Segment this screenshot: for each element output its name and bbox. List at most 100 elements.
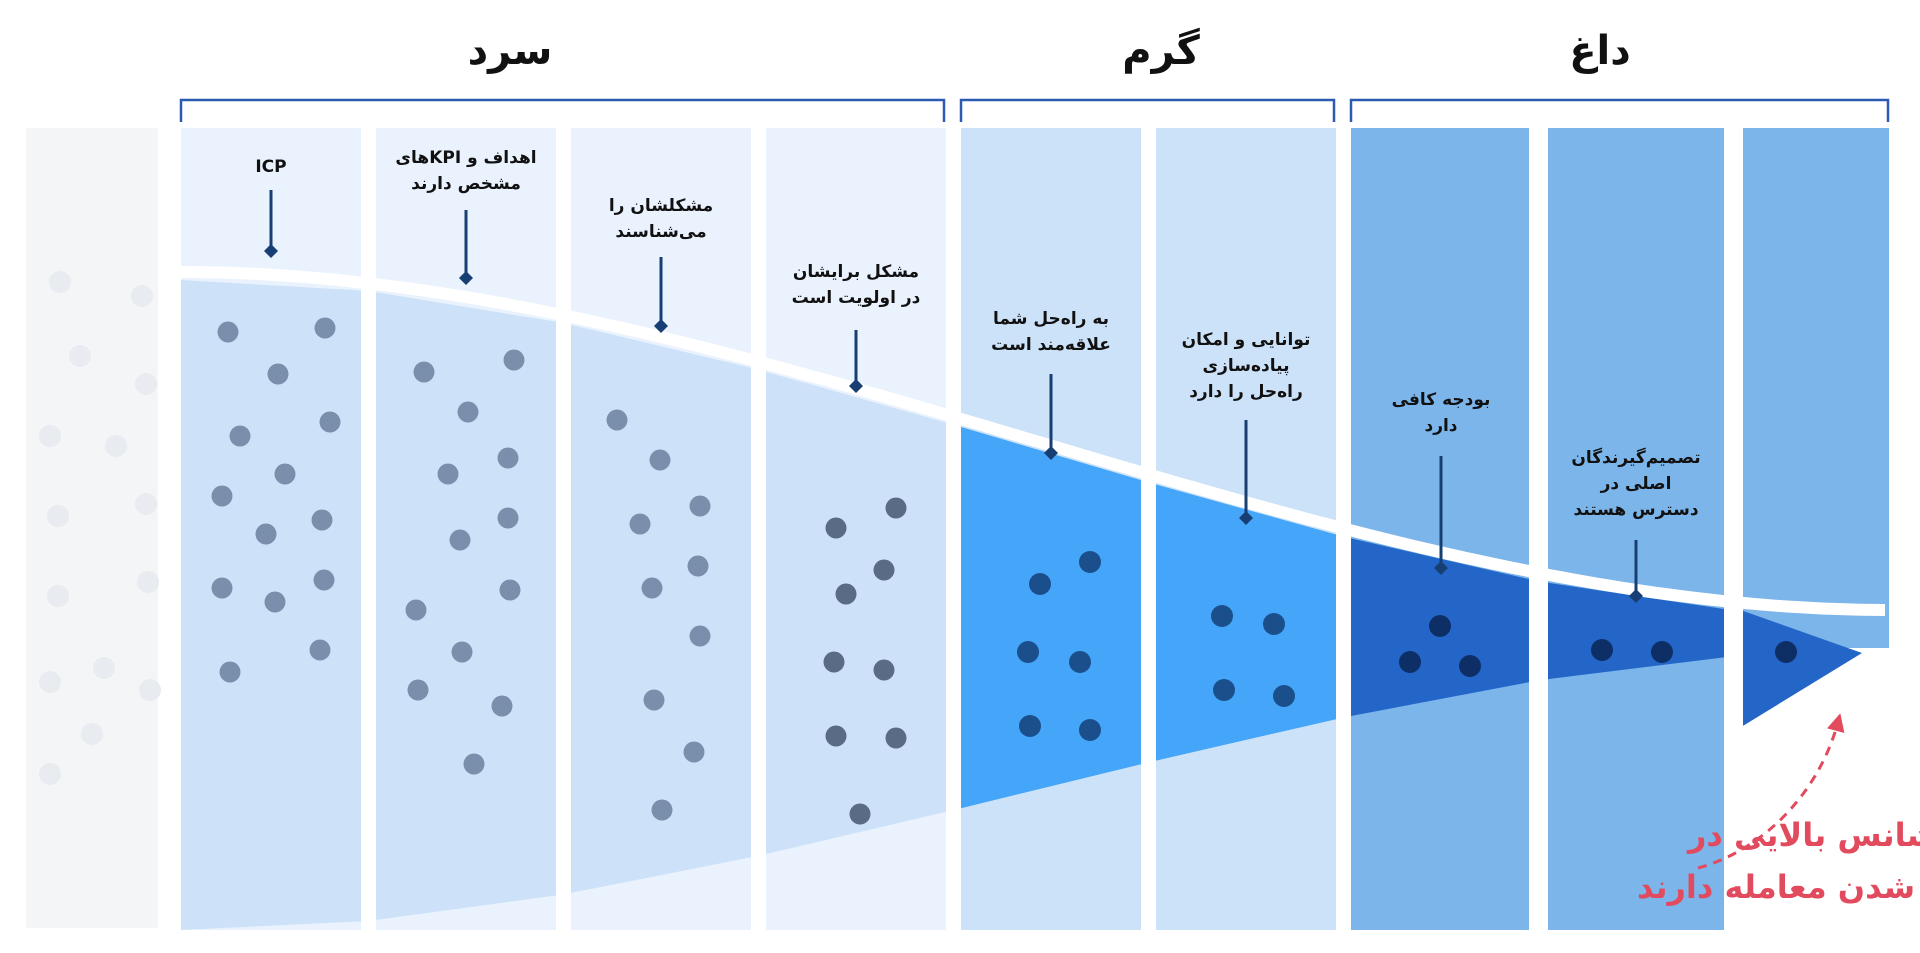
stage-column <box>1548 128 1724 930</box>
stage-labels: ICP اهداف و KPIهای مشخص دارند مشکلشان را می‌… <box>255 148 1700 520</box>
high-chance-leads-note-line1: سرنخ‌هایی که شانس بالایی در <box>1686 816 1920 854</box>
note-arrow <box>1697 713 1845 870</box>
lead-dot <box>885 727 907 749</box>
lead-dot <box>497 447 519 469</box>
stage-label-line: دارد <box>1424 416 1457 436</box>
faded-dot <box>39 763 61 785</box>
lead-dot <box>457 401 479 423</box>
funnel-dots <box>211 317 1797 825</box>
lead-dot <box>1213 679 1235 701</box>
faded-dot <box>69 345 91 367</box>
lead-dot <box>497 507 519 529</box>
group-title-hot: داغ <box>1569 28 1631 74</box>
lead-dot <box>1263 613 1285 635</box>
lead-dot <box>1079 719 1101 741</box>
stage-pointer-diamond <box>264 244 278 258</box>
group-title-warm: گرم <box>1122 27 1200 74</box>
funnel-columns <box>181 128 1889 930</box>
lead-dot <box>629 513 651 535</box>
lead-dot <box>651 799 673 821</box>
stage-label-line: راه‌حل را دارد <box>1189 382 1303 402</box>
lead-dot <box>491 695 513 717</box>
faded-dot <box>135 373 157 395</box>
stage-label-line: به راه‌حل شما <box>993 309 1109 329</box>
lead-dot <box>1591 639 1613 661</box>
faded-dot <box>39 425 61 447</box>
stage-pointer-diamond <box>459 271 473 285</box>
faded-dot <box>39 671 61 693</box>
lead-dot <box>873 559 895 581</box>
stage-pointer-diamond <box>1044 446 1058 460</box>
stage-pointer-diamond <box>1629 589 1643 603</box>
group-bracket <box>1349 98 1890 122</box>
stage-label-line: دسترس هستند <box>1573 500 1698 520</box>
lead-dot <box>823 651 845 673</box>
faded-dot <box>47 505 69 527</box>
stage-label-line: اهداف و KPIهای <box>395 148 536 168</box>
stage-funnel-fill <box>961 426 1141 809</box>
stage-label-line: تصمیم‌گیرندگان <box>1571 447 1700 468</box>
lead-dot <box>1079 551 1101 573</box>
lead-dot <box>319 411 341 433</box>
stage-pointer-diamond <box>849 379 863 393</box>
lead-dot <box>1429 615 1451 637</box>
lead-dot <box>503 349 525 371</box>
lead-dot <box>649 449 671 471</box>
stage-label-line: بودجه کافی <box>1392 390 1491 410</box>
faded-dot <box>137 571 159 593</box>
lead-dot <box>274 463 296 485</box>
group-brackets <box>179 98 1890 122</box>
lead-dot <box>451 641 473 663</box>
lead-dot <box>1399 651 1421 673</box>
lead-dot <box>1017 641 1039 663</box>
stage-pointers <box>264 190 1643 603</box>
stage-label-line: توانایی و امکان <box>1182 330 1311 350</box>
stage-label-line: ICP <box>255 157 286 177</box>
stage-label-line: مشخص دارند <box>411 174 521 194</box>
lead-dot <box>1069 651 1091 673</box>
lead-dot <box>885 497 907 519</box>
lead-dot <box>229 425 251 447</box>
lead-dot <box>405 599 427 621</box>
faded-dot <box>47 585 69 607</box>
lead-dot <box>689 495 711 517</box>
faded-left-area <box>26 128 161 928</box>
lead-dot <box>835 583 857 605</box>
stage-funnel-fill <box>376 292 556 920</box>
lead-dot <box>449 529 471 551</box>
lead-dot <box>825 725 847 747</box>
stage-funnel-fill <box>766 371 946 855</box>
stage-label-line: علاقه‌مند است <box>991 335 1111 355</box>
faded-dot <box>81 723 103 745</box>
lead-dot <box>313 569 335 591</box>
lead-dot <box>1651 641 1673 663</box>
lead-dot <box>314 317 336 339</box>
lead-dot <box>825 517 847 539</box>
stage-label-line: اصلی در <box>1600 474 1672 494</box>
high-chance-leads-note-line2: بسته شدن معامله دارند <box>1637 868 1920 906</box>
lead-dot <box>211 485 233 507</box>
stage-label-line: می‌شناسند <box>615 222 706 242</box>
lead-dot <box>1775 641 1797 663</box>
lead-dot <box>255 523 277 545</box>
lead-dot <box>1019 715 1041 737</box>
lead-dot <box>1273 685 1295 707</box>
lead-dot <box>643 689 665 711</box>
lead-dot <box>499 579 521 601</box>
stage-label-line: مشکل برایشان <box>793 262 919 282</box>
funnel-tip <box>1743 610 1862 726</box>
lead-dot <box>641 577 663 599</box>
lead-dot <box>309 639 331 661</box>
faded-dot <box>139 679 161 701</box>
lead-dot <box>1211 605 1233 627</box>
stage-label-line: در اولویت است <box>792 288 921 308</box>
lead-dot <box>606 409 628 431</box>
lead-dot <box>1029 573 1051 595</box>
lead-dot <box>687 555 709 577</box>
stage-funnel-fill <box>571 324 751 893</box>
stage-label-line: مشکلشان را <box>609 196 713 216</box>
lead-dot <box>873 659 895 681</box>
stage-label-line: پیاده‌سازی <box>1203 356 1290 376</box>
stage-pointer-diamond <box>654 319 668 333</box>
stage-column <box>1743 128 1889 648</box>
